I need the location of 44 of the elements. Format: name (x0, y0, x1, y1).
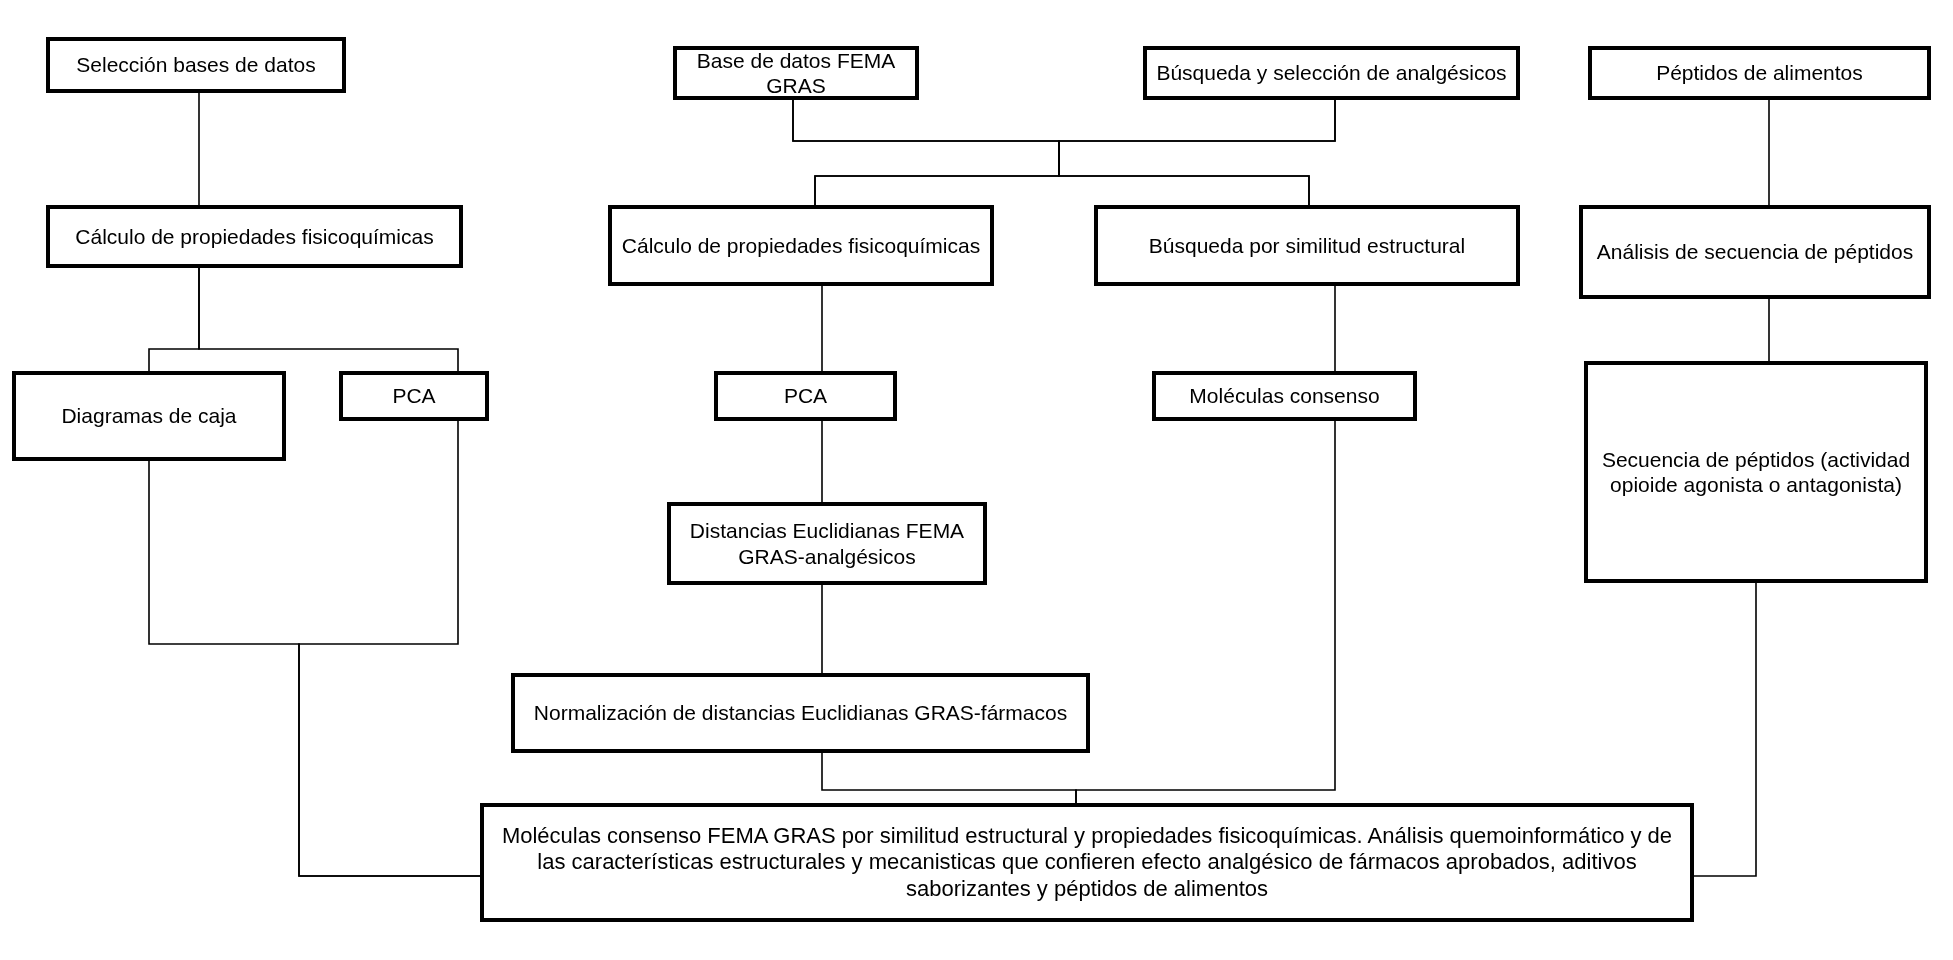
process-box (714, 371, 897, 421)
process-box (1579, 205, 1931, 299)
connector-line (1075, 420, 1336, 804)
connector-line (1334, 285, 1336, 372)
connector-line (1768, 298, 1770, 362)
process-box (667, 502, 987, 585)
box-text: PCA (783, 383, 828, 409)
process-box (1094, 205, 1520, 286)
connector-line (1768, 99, 1770, 206)
process-box (46, 37, 346, 93)
box-text: Diagramas de caja (61, 403, 237, 429)
process-box (1143, 46, 1520, 100)
box-text: Análisis de secuencia de péptidos (1596, 239, 1914, 265)
process-box (1584, 361, 1928, 583)
box-text: Búsqueda y selección de analgésicos (1156, 60, 1507, 86)
box-text: Secuencia de péptidos (actividad opioide agonista o antagonista) (1600, 446, 1912, 498)
box-text: Cálculo de propiedades fisicoquímicas (75, 223, 434, 250)
box-text: Base de datos FEMA GRAS (695, 47, 897, 99)
box-text: Normalización de distancias Euclidianas GRAS-fármacos (533, 700, 1068, 726)
connector-line (821, 584, 823, 674)
connector-line (198, 92, 200, 206)
connector-line (198, 267, 459, 372)
process-box (480, 803, 1694, 922)
box-text: Péptidos de alimentos (1656, 60, 1863, 86)
connector-line (821, 285, 823, 372)
box-text: Moléculas consenso FEMA GRAS por similitud estructural y propiedades fisicoquímicas. Análisis quemoinformático y de las características estructurales y mecanisticas que confieren efecto analgésico de fármacos aprobados, aditivos saborizantes y péptidos de alimentos (500, 822, 1674, 903)
process-box (511, 673, 1090, 753)
box-text: Cálculo de propiedades fisicoquímicas (621, 232, 981, 259)
connector-line (1693, 582, 1757, 877)
box-text: Búsqueda por similitud estructural (1148, 232, 1466, 259)
connector-line (821, 420, 823, 503)
box-text: Distancias Euclidianas FEMA GRAS-analgésicos (688, 518, 966, 569)
connector-line (298, 420, 481, 877)
box-text: Selección bases de datos (76, 52, 316, 78)
process-box (1588, 46, 1931, 100)
process-box (1152, 371, 1417, 421)
process-box (673, 46, 919, 100)
process-box (46, 205, 463, 268)
connector-line (1058, 99, 1336, 206)
process-box (339, 371, 489, 421)
process-box (12, 371, 286, 461)
process-box (608, 205, 994, 286)
box-text: PCA (392, 383, 436, 409)
box-text: Moléculas consenso (1189, 383, 1380, 409)
